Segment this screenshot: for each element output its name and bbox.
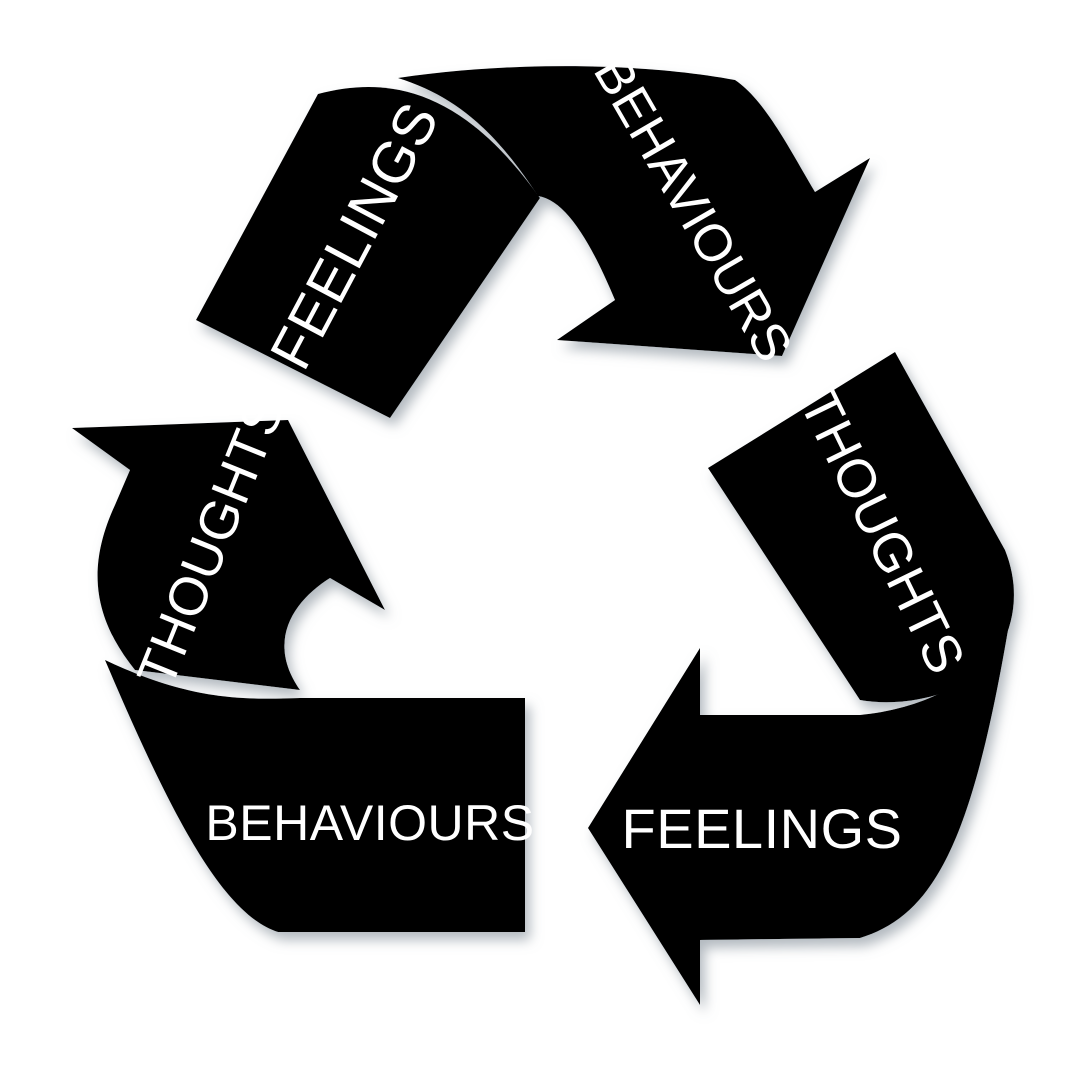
arrow-right (588, 352, 1014, 1005)
arrow-right-head (588, 630, 1008, 1005)
label-left-behaviours: BEHAVIOURS (205, 795, 534, 851)
arrow-left-head (72, 420, 385, 690)
arrow-top (196, 66, 870, 418)
arrow-left (72, 420, 525, 932)
arrow-right-tail (708, 352, 1014, 703)
label-right-feelings: FEELINGS (622, 797, 903, 860)
arrow-left-tail (105, 660, 525, 932)
arrow-top-head (398, 66, 870, 356)
arrow-top-tail (196, 86, 540, 418)
